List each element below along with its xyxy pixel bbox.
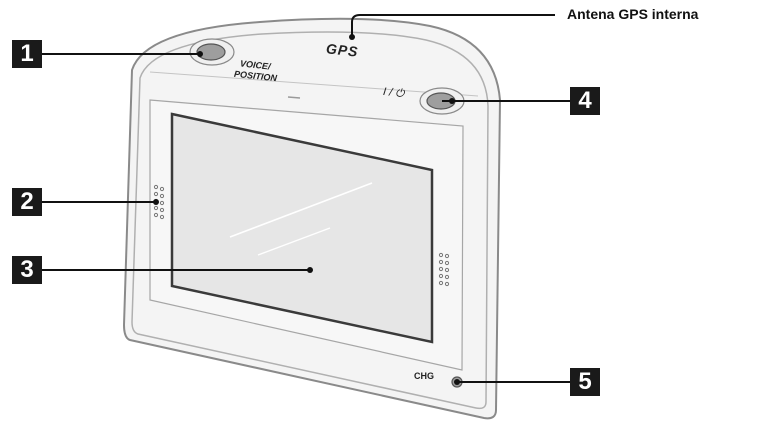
touch-screen [170,112,434,344]
device-bevel [131,31,489,410]
antenna-label: Antena GPS interna [567,6,699,22]
top-ridge-line [149,71,479,97]
top-ridge-tick [287,96,301,99]
callout-badge-2: 2 [12,188,42,216]
antenna-leader-line [351,14,555,37]
callout-badge-4: 4 [570,87,600,115]
callout-badge-1: 1 [12,40,42,68]
callout-5-dot [454,379,460,385]
power-text: I / ⏻ [382,85,405,101]
callout-3-dot [307,267,313,273]
chg-text: CHG [414,371,434,381]
callout-badge-3: 3 [12,256,42,284]
callout-2-dot [153,199,159,205]
screen-glare-line [257,227,331,256]
callout-4-dot [449,98,455,104]
right-speaker [438,252,450,287]
voice-position-button [189,38,235,66]
callout-1-dot [197,51,203,57]
antenna-leader-dot [349,34,355,40]
gps-text: GPS [325,40,360,60]
screen-glare-line [229,182,373,238]
callout-badge-5: 5 [570,368,600,396]
